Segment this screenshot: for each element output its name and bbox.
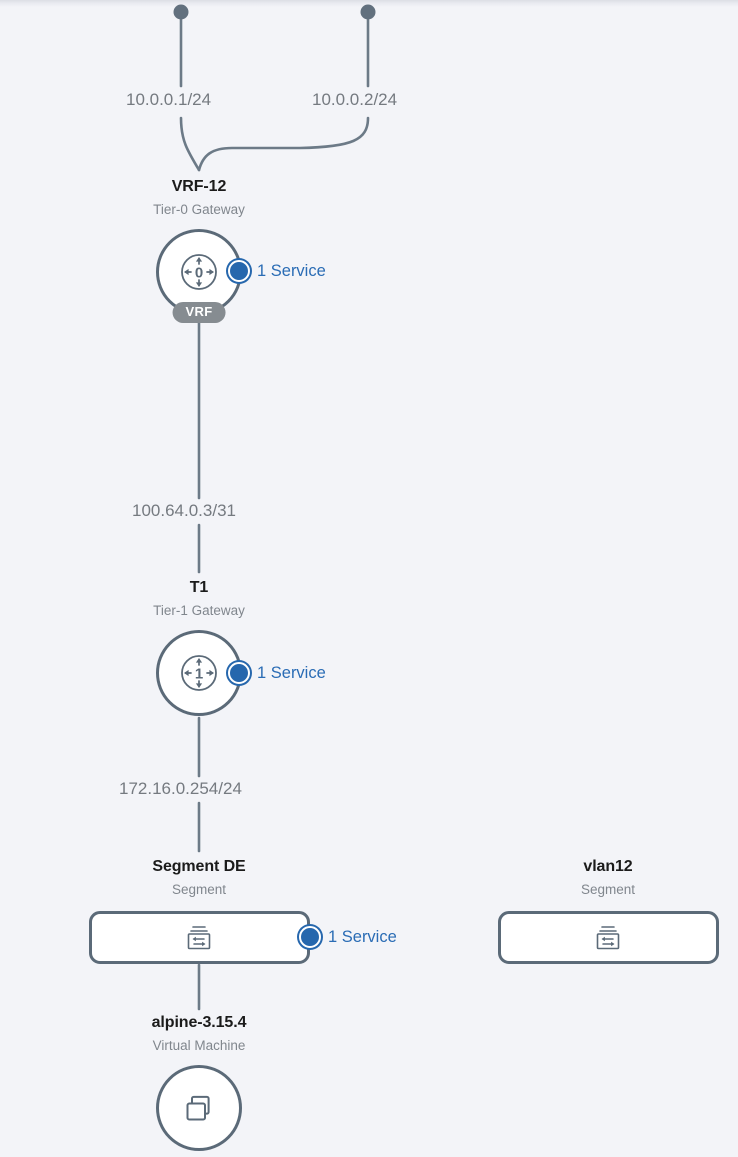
tier0-circle[interactable]: 0 xyxy=(156,229,242,315)
vm-icon-wrap[interactable] xyxy=(156,1065,242,1151)
tier1-segment-ip-label: 172.16.0.254/24 xyxy=(119,779,242,798)
router-tier0-icon: 0 xyxy=(181,254,217,290)
tier0-icon-wrap[interactable]: 0 VRF xyxy=(156,229,242,323)
tier1-circle[interactable]: 1 xyxy=(156,630,242,716)
service-dot-icon xyxy=(299,926,321,948)
node-segment-vlan12[interactable]: vlan12 Segment xyxy=(497,857,719,964)
tier0-icon-digit: 0 xyxy=(195,265,203,282)
switch-icon xyxy=(596,925,620,949)
uplink-left-endpoint xyxy=(173,4,189,20)
node-segment-de[interactable]: Segment DE Segment xyxy=(88,857,310,964)
segment-de-box[interactable] xyxy=(88,911,310,964)
tier1-service-badge[interactable]: 1 Service xyxy=(228,662,326,684)
tier0-subtitle: Tier-0 Gateway xyxy=(153,202,245,217)
switch-icon xyxy=(187,925,211,949)
service-dot-icon xyxy=(228,662,250,684)
vm-title: alpine-3.15.4 xyxy=(151,1014,247,1031)
uplink-right-ip-label: 10.0.0.2/24 xyxy=(312,90,398,109)
virtual-machine-icon xyxy=(186,1095,210,1121)
node-virtual-machine[interactable]: alpine-3.15.4 Virtual Machine xyxy=(99,1013,299,1151)
service-dot-icon xyxy=(228,260,250,282)
node-tier0-gateway[interactable]: VRF-12 Tier-0 Gateway 0 xyxy=(99,177,299,323)
uplink-right-endpoint xyxy=(360,4,376,20)
tier0-tier1-ip-label: 100.64.0.3/31 xyxy=(132,501,236,520)
vlan12-title: vlan12 xyxy=(583,858,633,875)
segment-de-title: Segment DE xyxy=(152,858,246,875)
vm-subtitle: Virtual Machine xyxy=(152,1038,246,1053)
tier0-vrf-badge: VRF xyxy=(172,302,226,323)
tier1-service-label: 1 Service xyxy=(257,664,326,682)
tier1-subtitle: Tier-1 Gateway xyxy=(153,603,245,618)
tier0-service-label: 1 Service xyxy=(257,262,326,280)
uplink-left-ip-label: 10.0.0.1/24 xyxy=(126,90,212,109)
node-tier1-gateway[interactable]: T1 Tier-1 Gateway 1 xyxy=(99,578,299,716)
top-edge-shadow xyxy=(0,0,738,7)
segment-de-subtitle: Segment xyxy=(171,882,227,897)
tier0-title: VRF-12 xyxy=(171,178,227,195)
segment-de-service-label: 1 Service xyxy=(328,928,397,946)
tier0-service-badge[interactable]: 1 Service xyxy=(228,260,326,282)
vm-circle[interactable] xyxy=(156,1065,242,1151)
tier1-icon-wrap[interactable]: 1 xyxy=(156,630,242,716)
tier1-icon-digit: 1 xyxy=(195,666,203,683)
tier1-title: T1 xyxy=(189,579,209,596)
router-tier1-icon: 1 xyxy=(181,655,217,691)
vlan12-box[interactable] xyxy=(497,911,719,964)
vlan12-subtitle: Segment xyxy=(580,882,636,897)
segment-de-service-badge[interactable]: 1 Service xyxy=(299,926,397,948)
